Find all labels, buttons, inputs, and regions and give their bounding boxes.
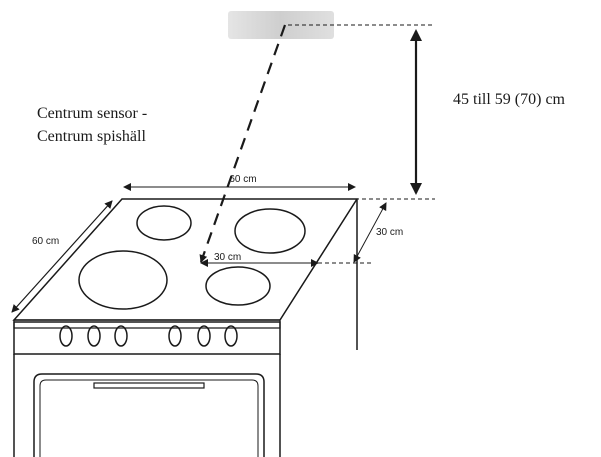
cooktop-surface (12, 198, 359, 321)
oven-door-inner (39, 379, 259, 457)
depth-dimension-arrow (11, 200, 113, 313)
depth-label-right: 30 cm (376, 227, 403, 238)
burner-back-left (136, 205, 192, 241)
center-offset-label: 30 cm (214, 252, 241, 263)
control-panel-top (13, 319, 281, 329)
height-range-label: 45 till 59 (70) cm (453, 91, 566, 108)
oven-door (33, 373, 265, 457)
sensor (228, 11, 334, 39)
knob-4 (168, 325, 182, 347)
knob-5 (197, 325, 211, 347)
burner-front-right (205, 266, 271, 306)
control-panel (13, 321, 281, 355)
knob-2 (87, 325, 101, 347)
knob-6 (224, 325, 238, 347)
control-panel-side (279, 198, 358, 321)
sensor-center-dashed-line (199, 24, 287, 263)
knob-3 (114, 325, 128, 347)
depth-label-left: 60 cm (32, 236, 59, 247)
center-label-line2: Centrum spishäll (37, 128, 146, 145)
width-label: 60 cm (229, 174, 256, 185)
burner-back-right (234, 208, 306, 254)
center-label-line1: Centrum sensor - (37, 105, 147, 122)
knob-1 (59, 325, 73, 347)
depth-half-arrow (353, 202, 387, 263)
oven-handle (93, 382, 205, 389)
burner-front-left (78, 250, 168, 310)
